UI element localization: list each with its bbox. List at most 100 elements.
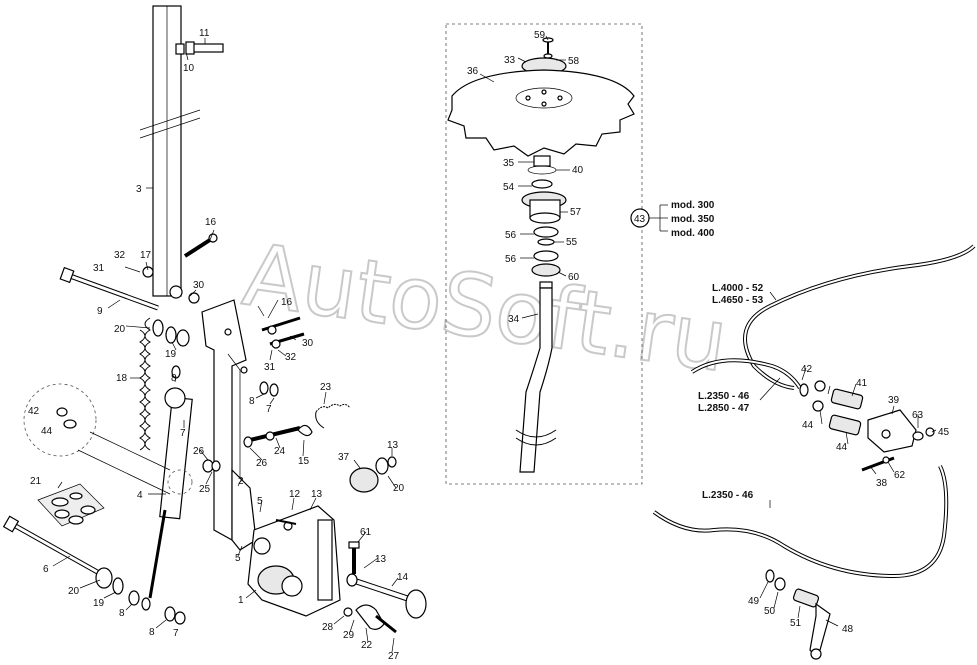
callout-39: 39 xyxy=(888,395,900,406)
disc-assembly xyxy=(447,37,635,473)
detail-circle-left xyxy=(23,383,193,495)
callout-44-mid: 44 xyxy=(836,442,848,453)
callout-44-right: 44 xyxy=(802,420,814,431)
callout-15: 15 xyxy=(298,456,310,467)
callout-6: 6 xyxy=(43,564,49,575)
callout-50: 50 xyxy=(764,606,776,617)
seal-kit-part-21 xyxy=(37,483,105,527)
callout-59: 59 xyxy=(534,30,546,41)
callout-24: 24 xyxy=(274,446,286,457)
callout-18: 18 xyxy=(116,373,128,384)
chain-part-23 xyxy=(315,403,351,429)
callout-42-left: 42 xyxy=(28,406,40,417)
callout-51: 51 xyxy=(790,618,802,629)
callout-19-lower: 19 xyxy=(93,598,105,609)
spring-part-18 xyxy=(139,317,151,451)
callout-56-lower: 56 xyxy=(505,254,517,265)
clamp-part-22 xyxy=(343,604,397,634)
callout-35: 35 xyxy=(503,158,515,169)
bolt-38 xyxy=(861,456,895,472)
hose-46-47 xyxy=(690,358,802,390)
callout-9: 9 xyxy=(97,306,103,317)
callout-30-side: 30 xyxy=(302,338,314,349)
callout-26-frame: 26 xyxy=(256,458,268,469)
callout-30-upper: 30 xyxy=(193,280,205,291)
knob-part-37 xyxy=(349,456,397,493)
callout-49: 49 xyxy=(748,596,760,607)
callout-44-left: 44 xyxy=(41,426,53,437)
callout-63: 63 xyxy=(912,410,924,421)
leader-lines xyxy=(52,35,937,653)
callout-62: 62 xyxy=(894,470,906,481)
callout-16-upper: 16 xyxy=(205,217,217,228)
callout-8-lower: 8 xyxy=(119,608,125,619)
hose-label-4650: L.4650 - 53 xyxy=(712,295,764,306)
side-bolts xyxy=(202,316,305,525)
hose-label-2350-lower: L.2350 - 46 xyxy=(702,490,754,501)
callout-38: 38 xyxy=(876,478,888,489)
callout-57: 57 xyxy=(570,207,582,218)
bolt-part-61 xyxy=(348,541,360,574)
hose-label-4000: L.4000 - 52 xyxy=(712,283,764,294)
callout-16-side: 16 xyxy=(281,297,293,308)
coupler-lower xyxy=(765,569,831,660)
callout-27: 27 xyxy=(388,651,400,662)
hose-label-2350: L.2350 - 46 xyxy=(698,391,750,402)
callout-36: 36 xyxy=(467,66,479,77)
callout-17: 17 xyxy=(140,250,152,261)
callout-33: 33 xyxy=(504,55,516,66)
callout-11: 11 xyxy=(199,28,210,39)
shaft-part-14 xyxy=(346,573,427,619)
callout-8-cyl: 8 xyxy=(171,373,177,384)
hose-label-2850: L.2850 - 47 xyxy=(698,403,750,414)
callout-3: 3 xyxy=(136,184,142,195)
hose-52-53 xyxy=(743,244,976,390)
callout-43: 43 xyxy=(634,214,646,225)
callout-1: 1 xyxy=(238,595,244,606)
model-350: mod. 350 xyxy=(671,214,715,225)
callout-5-lower: 5 xyxy=(235,553,241,564)
couplers-41 xyxy=(799,380,864,436)
callout-10: 10 xyxy=(183,63,195,74)
callout-20-knob: 20 xyxy=(393,483,405,494)
callout-29: 29 xyxy=(343,630,355,641)
callout-13-upper: 13 xyxy=(311,489,323,500)
callout-7-frame: 7 xyxy=(266,404,272,415)
valve-block-39 xyxy=(867,409,935,453)
callout-4: 4 xyxy=(137,490,143,501)
callout-8-bottom: 8 xyxy=(149,627,155,638)
model-300: mod. 300 xyxy=(671,200,715,211)
callout-23: 23 xyxy=(320,382,332,393)
bolt-part-11 xyxy=(175,41,224,55)
callout-56-upper: 56 xyxy=(505,230,517,241)
model-400: mod. 400 xyxy=(671,228,715,239)
callout-54: 54 xyxy=(503,182,515,193)
model-bracket xyxy=(630,204,668,232)
lower-nut xyxy=(164,606,186,625)
callout-8-frame: 8 xyxy=(249,396,255,407)
watermark: AutoSoft.ru xyxy=(237,225,733,392)
callout-45: 45 xyxy=(938,427,950,438)
callout-2: 2 xyxy=(238,476,244,487)
pin-part-16-upper xyxy=(183,233,218,258)
cylinder-part-4 xyxy=(148,365,193,599)
hose-46-lower xyxy=(652,465,949,579)
bolt-part-6 xyxy=(2,515,151,611)
frame-part-2 xyxy=(201,299,257,551)
callout-41: 41 xyxy=(856,378,868,389)
callout-26-left: 26 xyxy=(193,446,205,457)
pin-part-24 xyxy=(249,424,313,442)
callout-14: 14 xyxy=(397,572,409,583)
callout-13-knob: 13 xyxy=(387,440,399,451)
callout-17-side: 31 xyxy=(264,362,276,373)
callout-32-side: 32 xyxy=(285,352,297,363)
callout-61: 61 xyxy=(360,527,372,538)
callout-21: 21 xyxy=(30,476,42,487)
callout-55: 55 xyxy=(566,237,578,248)
callout-42-right: 42 xyxy=(801,364,813,375)
washers-upper xyxy=(152,319,190,347)
callout-60: 60 xyxy=(568,272,580,283)
callout-58: 58 xyxy=(568,56,580,67)
callout-48: 48 xyxy=(842,624,854,635)
